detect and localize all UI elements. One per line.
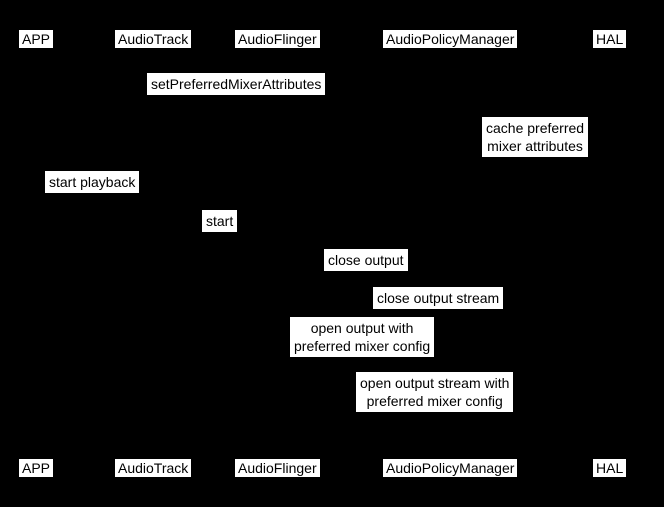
participant-audioflinger-bottom: AudioFlinger — [235, 459, 320, 477]
message-start-playback: start playback — [45, 171, 140, 193]
participant-hal-bottom: HAL — [593, 459, 627, 477]
participant-audiopolicymanager-bottom: AudioPolicyManager — [383, 459, 518, 477]
message-open-output-stream-with-preferred-mixer-config: open output stream with preferred mixer … — [356, 372, 514, 412]
participant-audioflinger-top: AudioFlinger — [235, 30, 320, 48]
message-open-output-with-preferred-mixer-config: open output with preferred mixer config — [290, 317, 435, 357]
message-close-output-stream: close output stream — [373, 287, 504, 309]
participant-audiopolicymanager-top: AudioPolicyManager — [383, 30, 518, 48]
participant-audiotrack-top: AudioTrack — [115, 30, 192, 48]
participant-app-bottom: APP — [19, 459, 54, 477]
participant-hal-top: HAL — [593, 30, 627, 48]
message-close-output: close output — [324, 249, 408, 271]
participant-app-top: APP — [19, 30, 54, 48]
message-set-preferred-mixer-attributes: setPreferredMixerAttributes — [147, 73, 326, 95]
message-start: start — [202, 210, 238, 232]
participant-audiotrack-bottom: AudioTrack — [115, 459, 192, 477]
message-cache-preferred-mixer-attributes: cache preferred mixer attributes — [482, 117, 589, 157]
